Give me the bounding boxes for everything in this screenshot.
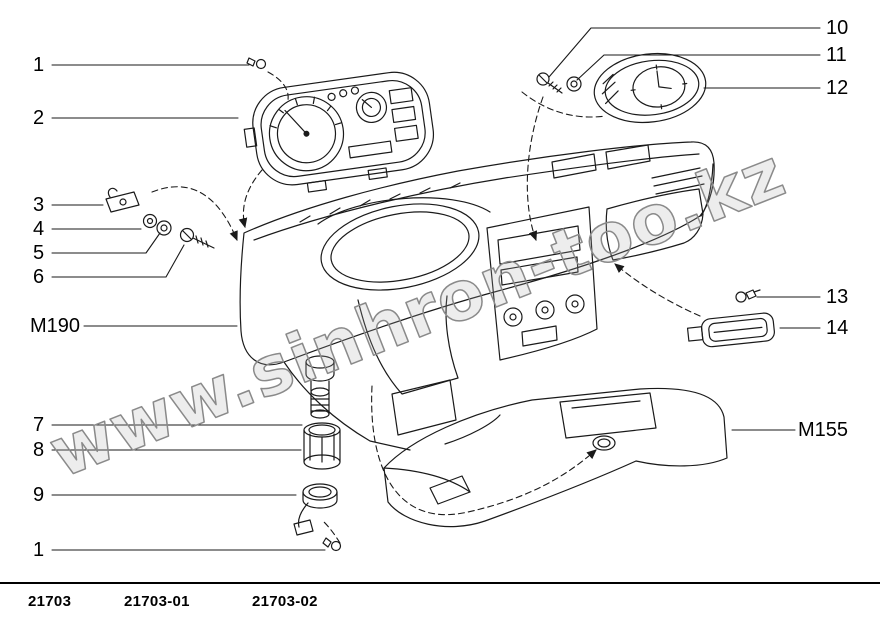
dashed-screw-to-clock [521, 91, 607, 118]
callout-14: 14 [826, 317, 849, 339]
center-console-drawing [383, 387, 728, 528]
callout-7: 7 [33, 414, 45, 436]
callout-1-top: 1 [33, 54, 45, 76]
console-outline [383, 387, 728, 528]
callout-1-bottom: 1 [33, 539, 45, 561]
callout-3: 3 [33, 194, 45, 216]
part-screw-6 [179, 227, 215, 249]
instrument-cluster-drawing [243, 71, 435, 193]
callout-2: 2 [33, 107, 45, 129]
clock-drawing [593, 52, 707, 124]
dashboard-drawing [239, 141, 715, 451]
callout-6: 6 [33, 266, 45, 288]
callout-8: 8 [33, 439, 45, 461]
dashed-screws-to-dash [151, 186, 238, 242]
part-code-21703-01: 21703-01 [124, 593, 190, 610]
callout-m190: M190 [30, 315, 81, 337]
watermark-text: www.sinhron-too.kz [39, 134, 796, 494]
callout-11: 11 [826, 44, 847, 66]
part-bulb-bottom [322, 537, 342, 552]
part-washer-11 [566, 76, 582, 92]
part-screw-10 [536, 72, 563, 94]
callout-4: 4 [33, 218, 45, 240]
part-washer-5 [156, 220, 172, 236]
leader-lines [51, 27, 821, 551]
leader-line-11 [576, 54, 821, 81]
callout-10: 10 [826, 17, 849, 39]
callout-m155: M155 [798, 419, 849, 441]
dashed-lamp-to-dash [614, 263, 701, 317]
part-bulb-top [246, 57, 267, 70]
part-nut-4 [142, 213, 158, 229]
leader-line-5 [51, 232, 161, 254]
part-clip-3 [105, 187, 140, 213]
callout-13: 13 [826, 286, 849, 308]
dashed-cluster-to-dash [238, 169, 263, 229]
part-illumination-ring-9 [293, 483, 338, 536]
part-lighter-socket-8 [303, 422, 341, 470]
part-lamp-housing-14 [686, 312, 775, 348]
part-bulb-13 [735, 289, 761, 303]
callout-5: 5 [33, 242, 45, 264]
part-code-21703: 21703 [28, 593, 72, 610]
dashed-bulb-to-bracket [323, 521, 341, 544]
leader-line-10 [548, 27, 821, 78]
dashed-bulb-to-cluster [267, 71, 289, 101]
dashboard-outline [239, 141, 715, 366]
callout-12: 12 [826, 77, 849, 99]
callout-9: 9 [33, 484, 45, 506]
footer-divider [0, 582, 880, 584]
dashed-lighter-to-console [371, 385, 597, 516]
part-lighter-element-7 [305, 355, 335, 419]
part-code-21703-02: 21703-02 [252, 593, 318, 610]
leader-line-6 [51, 244, 185, 278]
